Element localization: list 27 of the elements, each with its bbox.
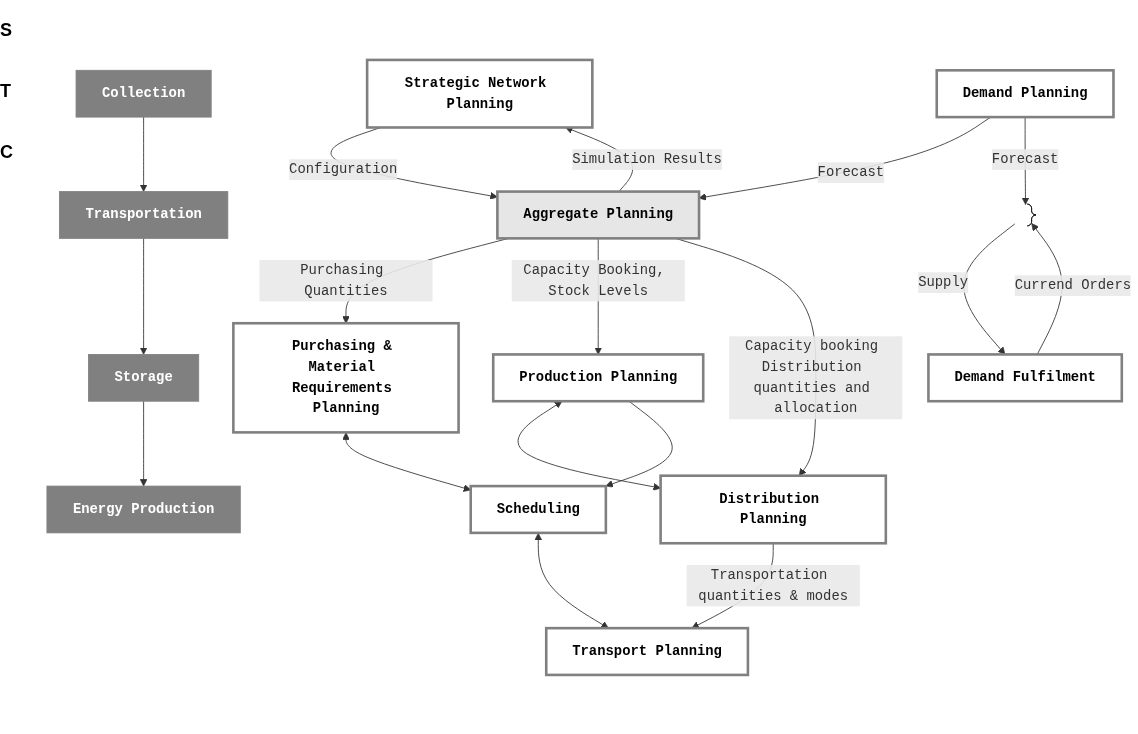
- node-box: Distribution Planning: [659, 473, 888, 545]
- edge-label: Currend Orders: [1014, 277, 1132, 294]
- edge-label: Forecast: [817, 164, 885, 180]
- row-letter: C: [0, 142, 14, 163]
- node-box: Demand Planning: [935, 68, 1115, 118]
- node-box: Production Planning: [491, 352, 705, 403]
- node-box: Transport Planning: [544, 626, 750, 676]
- node-box: Collection: [75, 69, 212, 118]
- node-brace: [1026, 203, 1037, 226]
- node-box: Purchasing & Material Requirements Planning: [232, 321, 460, 434]
- edge-label: Forecast: [991, 151, 1059, 167]
- node-box: Energy Production: [46, 485, 241, 533]
- edge-label: Simulation Results: [572, 151, 722, 167]
- node-box: Strategic Network Planning: [365, 58, 594, 129]
- edge-label: Capacity booking Distribution quantities and allocation: [745, 338, 879, 417]
- node-box: Scheduling: [469, 484, 608, 534]
- row-letter: T: [0, 81, 12, 102]
- edge-label: Capacity Booking, Stock Levels: [523, 262, 665, 299]
- edge-label: Configuration: [289, 161, 398, 177]
- node-box: Demand Fulfilment: [927, 352, 1124, 403]
- row-letter: S: [0, 20, 13, 41]
- node-box: Transportation: [58, 190, 229, 239]
- node-box: Storage: [88, 353, 200, 402]
- edge-label: Supply: [918, 274, 969, 290]
- edge-label: Purchasing Quantities: [300, 262, 388, 299]
- node-box: Aggregate Planning: [496, 189, 701, 240]
- edge-label: Transportation quantities & modes: [698, 567, 849, 604]
